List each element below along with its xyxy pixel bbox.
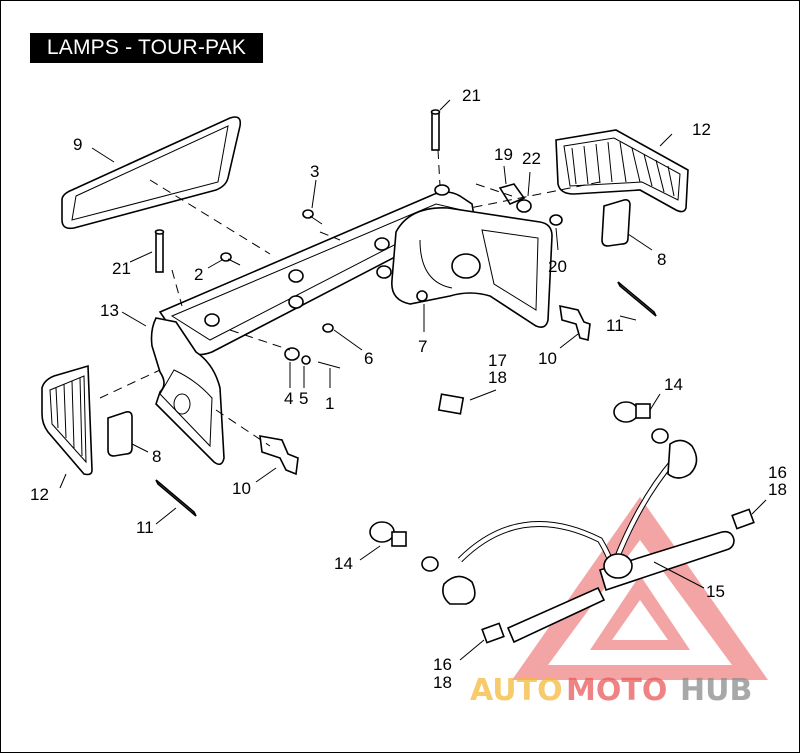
gasket-11-right (617, 281, 657, 317)
pad-8-left (107, 411, 133, 457)
callout-17: 17 (488, 351, 507, 370)
lamp-housing-13 (150, 184, 553, 466)
page-title: LAMPS - TOUR-PAK (30, 33, 263, 63)
watermark-hub: HUB (680, 673, 752, 708)
stud-21-left (154, 229, 165, 273)
callout-22: 22 (522, 149, 541, 168)
callout-8-right: 8 (657, 250, 666, 269)
callout-14-right: 14 (664, 375, 683, 394)
screw-3 (302, 209, 323, 225)
callout-21-upper: 21 (462, 86, 481, 105)
callout-8-left: 8 (152, 447, 161, 466)
bracket-10-left (259, 435, 299, 476)
callout-10-right: 10 (538, 349, 557, 368)
watermark-logo (512, 497, 768, 680)
callout-9: 9 (73, 135, 82, 154)
callout-19: 19 (494, 145, 513, 164)
assembly-lines (99, 149, 601, 447)
bracket-10-right (559, 304, 591, 341)
wiring-harness-15 (437, 393, 755, 644)
nut-5 (301, 355, 311, 365)
lens-9 (61, 116, 242, 230)
bulb-14-right (613, 401, 669, 444)
callout-7: 7 (418, 337, 427, 356)
callout-1: 1 (325, 394, 334, 413)
screw-2 (220, 252, 241, 266)
pad-8-right (601, 199, 631, 247)
reflector-12-left (41, 364, 93, 476)
washer-4 (284, 347, 300, 361)
nut-7 (416, 290, 428, 302)
callout-12-right: 12 (692, 120, 711, 139)
callout-13: 13 (100, 301, 119, 320)
nut-20 (549, 214, 563, 226)
callout-6: 6 (364, 349, 373, 368)
callout-16-right: 16 (768, 463, 787, 482)
callout-18-upper: 18 (488, 368, 507, 387)
washer-22 (516, 199, 532, 213)
gasket-11-left (155, 479, 197, 517)
callout-3: 3 (310, 162, 319, 181)
leader-lines (59, 99, 767, 661)
callout-4: 4 (284, 389, 293, 408)
callout-21-left: 21 (112, 259, 131, 278)
callout-14-left: 14 (334, 554, 353, 573)
bulb-14-left (369, 521, 439, 572)
callout-5: 5 (299, 389, 308, 408)
screw-1 (317, 361, 341, 369)
callout-10-left: 10 (232, 479, 251, 498)
callout-12-left: 12 (30, 485, 49, 504)
callout-numbers: 9 12 21 3 19 22 21 2 20 8 13 11 7 6 10 1… (30, 86, 787, 692)
callout-11-right: 11 (606, 316, 624, 335)
callout-18-right: 18 (768, 480, 787, 499)
nut-6 (322, 323, 334, 333)
callout-11-left: 11 (136, 518, 154, 537)
stud-21-upper (430, 109, 441, 151)
watermark-auto: AUTO (470, 673, 563, 708)
watermark-moto: MOTO (566, 673, 667, 708)
bushing-19 (498, 183, 526, 206)
reflector-12-right (555, 129, 689, 213)
callout-18-lower: 18 (433, 673, 452, 692)
watermark-text: AUTO MOTO HUB (470, 673, 752, 708)
callout-20: 20 (548, 257, 567, 276)
callout-16-lower: 16 (433, 655, 452, 674)
callout-15: 15 (706, 582, 725, 601)
callout-2: 2 (194, 265, 203, 284)
